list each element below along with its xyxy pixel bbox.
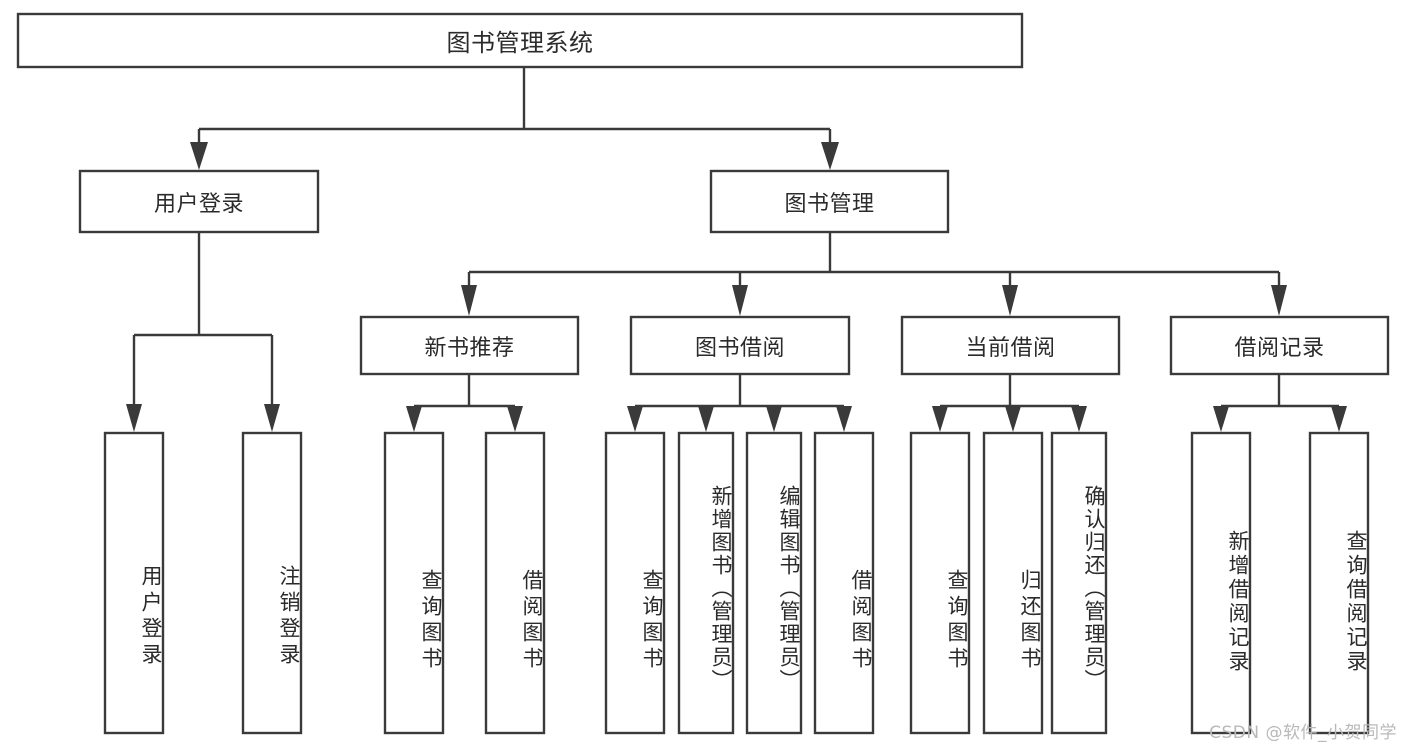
arrowhead-leaf-borrow-book-2	[836, 406, 852, 432]
arrowhead-new-book-rec	[461, 285, 477, 316]
arrowhead-leaf-user-logout	[264, 404, 280, 432]
arrowhead-leaf-query-book-1	[406, 406, 422, 432]
node-box-root[interactable]	[16, 12, 1024, 69]
node-box-book-manage[interactable]	[709, 169, 950, 234]
arrowhead-leaf-return-book	[1005, 406, 1021, 432]
node-box-borrow-record[interactable]	[1169, 315, 1390, 376]
leaf-box-query-book-3[interactable]	[909, 431, 971, 735]
arrowhead-leaf-query-book-3	[932, 406, 948, 432]
node-box-book-borrow[interactable]	[629, 315, 851, 376]
leaf-box-confirm-return[interactable]	[1050, 431, 1108, 735]
node-box-current-borrow[interactable]	[900, 315, 1121, 376]
leaf-box-user-logout[interactable]	[241, 431, 303, 735]
arrowhead-book-manage	[821, 142, 839, 170]
arrowhead-leaf-add-book	[698, 406, 714, 432]
arrowhead-leaf-query-record	[1331, 406, 1347, 432]
node-box-new-book-rec[interactable]	[359, 315, 580, 376]
arrowhead-leaf-add-record	[1213, 406, 1229, 432]
arrowhead-leaf-edit-book	[766, 406, 782, 432]
leaf-box-add-book[interactable]	[677, 431, 735, 735]
arrowhead-leaf-confirm-return	[1071, 406, 1087, 432]
arrowhead-current-borrow	[1002, 285, 1018, 316]
leaf-box-borrow-book-1[interactable]	[484, 431, 546, 735]
arrowhead-user-login	[190, 142, 208, 170]
leaf-box-user-login[interactable]	[103, 431, 165, 735]
leaf-box-add-record[interactable]	[1190, 431, 1252, 735]
arrowhead-leaf-user-login	[126, 404, 142, 432]
leaf-box-query-book-1[interactable]	[383, 431, 445, 735]
arrowhead-leaf-query-book-2	[627, 406, 643, 432]
arrowhead-book-borrow	[732, 285, 748, 316]
leaf-box-return-book[interactable]	[982, 431, 1044, 735]
leaf-box-query-book-2[interactable]	[604, 431, 666, 735]
leaf-box-borrow-book-2[interactable]	[813, 431, 875, 735]
leaf-box-query-record[interactable]	[1308, 431, 1370, 735]
arrowhead-borrow-record	[1271, 285, 1287, 316]
node-box-user-login[interactable]	[78, 169, 320, 234]
leaf-box-edit-book[interactable]	[745, 431, 803, 735]
arrowhead-leaf-borrow-book-1	[507, 406, 523, 432]
